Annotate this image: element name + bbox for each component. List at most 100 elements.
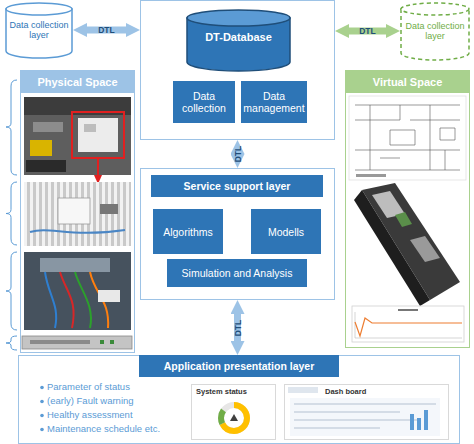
- dashboard-panel: [288, 387, 440, 436]
- machine-photo: [24, 97, 131, 175]
- machine-photo: [84, 124, 96, 132]
- cylinder-shape: [187, 10, 290, 71]
- node-label: Service support layer: [151, 175, 323, 197]
- 3d-model: [354, 190, 430, 306]
- machine-photo: [94, 175, 102, 184]
- wiring-photo: [45, 272, 56, 328]
- 3d-model: [354, 183, 460, 306]
- sensor-photo: [58, 198, 90, 224]
- list-item: Maintenance schedule etc.: [47, 422, 160, 436]
- device-rack: [110, 340, 114, 344]
- database-box: DT-DatabaseData collectionData managemen…: [140, 0, 335, 140]
- machine-photo: [72, 112, 124, 158]
- sensor-photo: [100, 204, 118, 214]
- node-label: Modells: [266, 226, 306, 238]
- dtl-arrow: [85, 27, 128, 34]
- edge-label: DTL: [233, 319, 243, 336]
- process-box: Modells: [251, 209, 321, 254]
- node-label: Application presentation layer: [139, 355, 339, 377]
- signal-plot: [355, 312, 462, 338]
- node-label: Simulation and Analysis: [180, 267, 295, 279]
- bracket: [6, 182, 17, 245]
- wiring-photo: [24, 252, 131, 330]
- node-label: System status: [196, 387, 247, 396]
- bracket: [6, 252, 17, 330]
- dashboard-tile: Dash board: [284, 384, 449, 440]
- node-label: Dash board: [325, 387, 366, 396]
- cylinder-body: [6, 9, 72, 58]
- status-donut: [221, 405, 247, 431]
- cylinder-body: [401, 9, 469, 60]
- node-label: Virtual Space: [346, 71, 469, 93]
- node-label: Algorithms: [161, 226, 215, 238]
- status-donut: [230, 414, 238, 421]
- 3d-model: [372, 191, 405, 218]
- machine-photo: [26, 160, 66, 172]
- list-item: Parameter of status: [47, 380, 130, 394]
- machine-photo: [30, 140, 52, 156]
- signal-plot: [355, 318, 462, 336]
- data-layer-cylinder: Data collection layer: [5, 2, 73, 58]
- node-label: Data management: [241, 90, 307, 114]
- layer-box: Application presentation layerParameter …: [18, 355, 460, 444]
- process-box: Algorithms: [153, 209, 223, 254]
- node-label: Data collection: [173, 90, 235, 114]
- data-layer-cylinder: Data collection layer: [400, 2, 470, 60]
- sensor-photo: [30, 230, 125, 233]
- schematic-drawing: [349, 96, 466, 180]
- dashboard-panel: [288, 387, 318, 393]
- list-item: Healthy assessment: [47, 408, 133, 422]
- node-label: DT-Database: [186, 31, 291, 43]
- sensor-photo: [24, 182, 131, 246]
- signal-plot: [352, 306, 464, 342]
- cylinder-top: [187, 10, 290, 26]
- 3d-model: [395, 212, 412, 227]
- node-label: Data collection layer: [7, 20, 71, 40]
- dtl-arrow: [234, 312, 241, 343]
- dtl-arrow: [234, 152, 241, 156]
- bracket: [6, 80, 17, 175]
- edge-label: DTL: [359, 26, 376, 36]
- sensor-photo: [24, 182, 131, 246]
- status-donut: [221, 405, 247, 431]
- status-donut: [221, 405, 247, 431]
- dashboard-tile: System status: [191, 384, 276, 440]
- dtl-arrow: [347, 28, 388, 35]
- dashboard-panel: [424, 410, 428, 430]
- schematic-drawing: [356, 174, 386, 177]
- bracket: [6, 336, 17, 350]
- wiring-photo: [40, 258, 110, 272]
- list-bullet: [40, 386, 44, 390]
- machine-photo: [33, 122, 63, 132]
- schematic-drawing: [355, 105, 460, 170]
- bracket: [6, 80, 17, 350]
- dashboard-panel: [290, 398, 440, 436]
- layer-box: Service support layerAlgorithms ModellsSi…: [140, 168, 335, 300]
- 3d-model: [362, 183, 460, 300]
- machine-photo: [24, 97, 131, 115]
- space-panel: Virtual Space: [345, 70, 470, 348]
- machine-photo: [78, 118, 118, 152]
- list-bullet: [40, 414, 44, 418]
- status-donut: [221, 405, 247, 431]
- process-box: Simulation and Analysis: [167, 259, 307, 287]
- wiring-photo: [90, 272, 108, 328]
- dashboard-panel: [417, 418, 421, 430]
- device-rack: [22, 336, 132, 349]
- process-box: Data management: [241, 81, 307, 123]
- edge-label: DTL: [98, 25, 115, 35]
- 3d-model: [410, 236, 440, 262]
- list-bullet: [40, 428, 44, 432]
- device-rack: [100, 340, 104, 344]
- edge-label: DTL: [233, 146, 243, 163]
- wiring-photo: [98, 290, 120, 302]
- machine-photo: [97, 158, 99, 178]
- signal-plot: [398, 309, 418, 311]
- dashboard-panel: [410, 414, 414, 430]
- space-panel: Physical Space: [20, 70, 135, 353]
- list-bullet: [40, 386, 44, 432]
- list-item: (early) Fault warning: [47, 394, 134, 408]
- cylinder-top: [401, 3, 469, 15]
